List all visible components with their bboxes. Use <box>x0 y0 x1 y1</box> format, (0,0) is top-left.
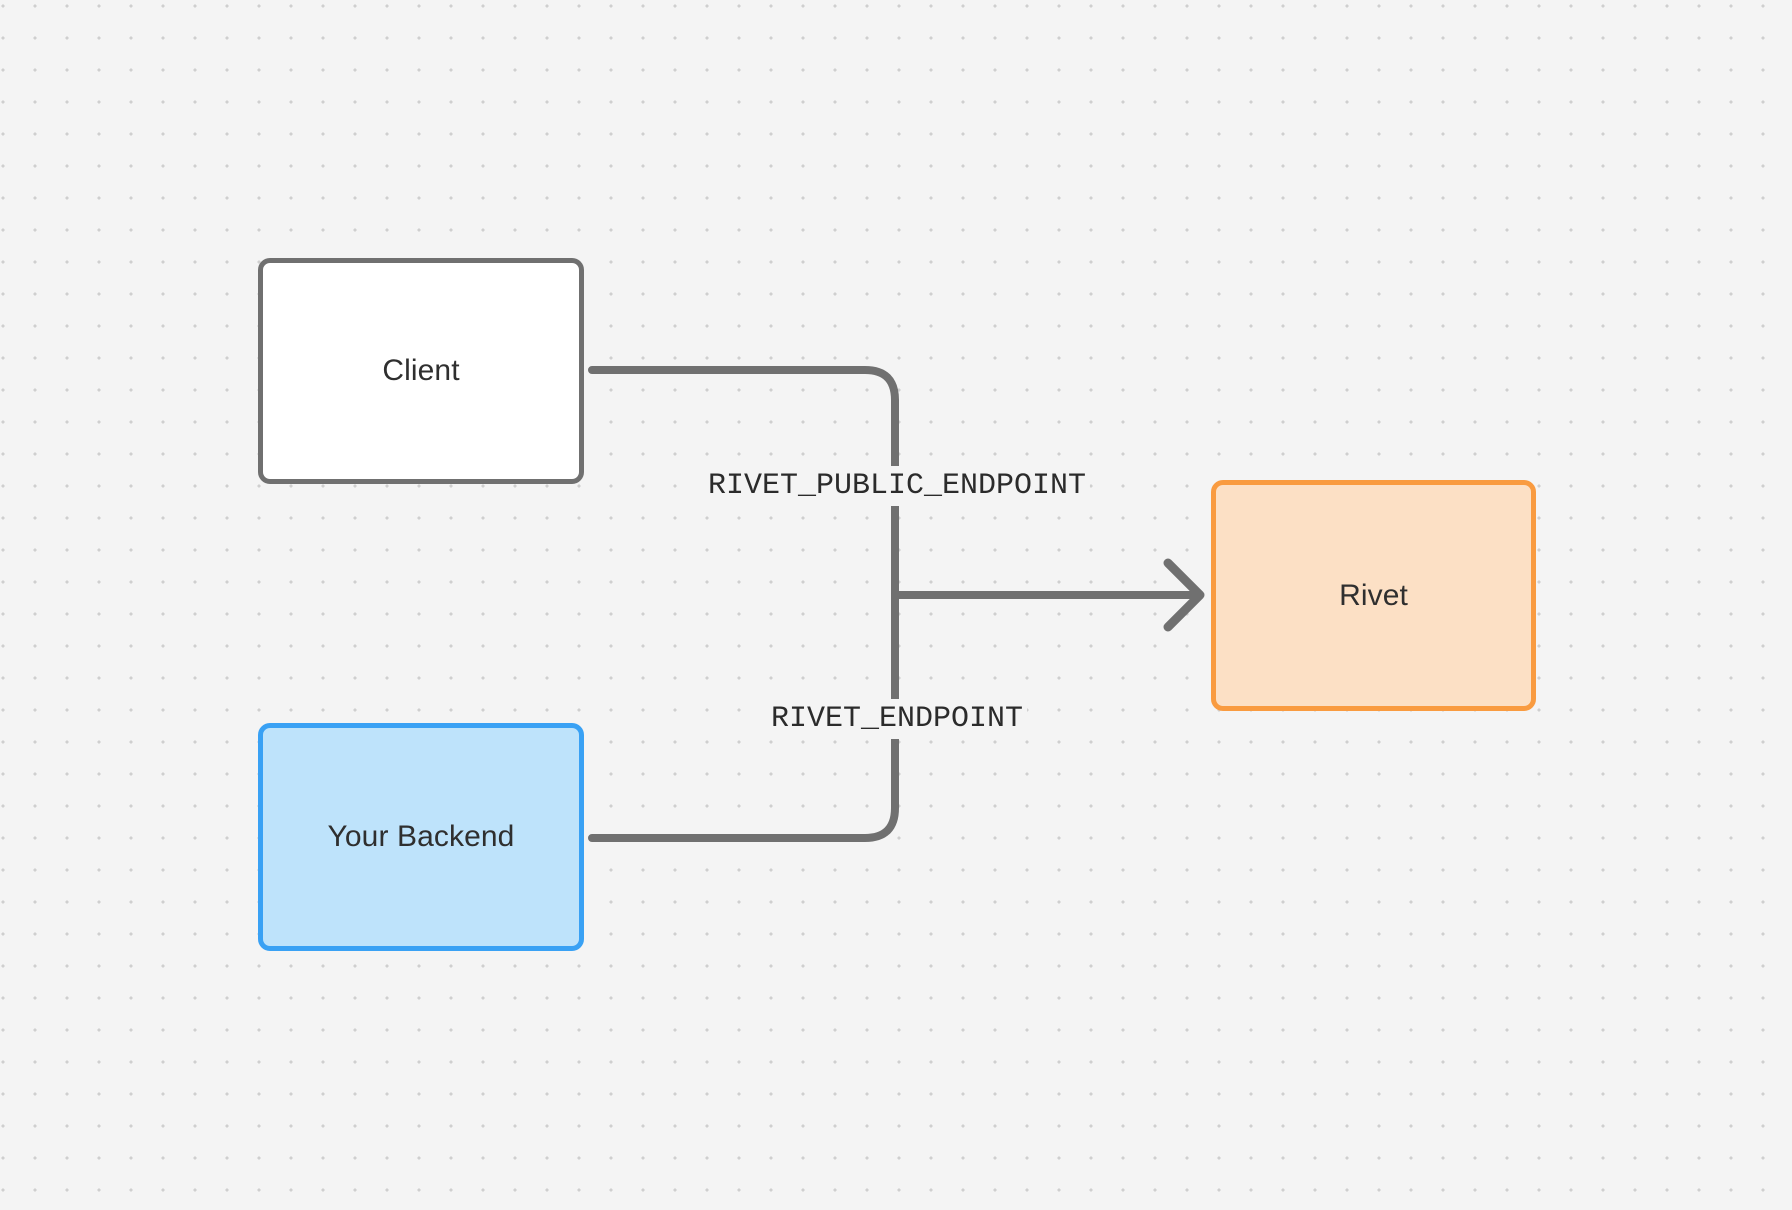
arrow-head-icon <box>1163 558 1205 632</box>
edge-label-rivet-endpoint: RIVET_ENDPOINT <box>766 699 1028 739</box>
node-client-label: Client <box>382 354 460 387</box>
node-rivet-label: Rivet <box>1339 578 1408 612</box>
edge-label-rivet-public-endpoint: RIVET_PUBLIC_ENDPOINT <box>703 466 1091 506</box>
node-your-backend-label: Your Backend <box>327 820 515 853</box>
node-client[interactable]: Client <box>258 258 584 484</box>
node-your-backend[interactable]: Your Backend <box>258 723 584 951</box>
node-rivet[interactable]: Rivet <box>1211 480 1536 711</box>
